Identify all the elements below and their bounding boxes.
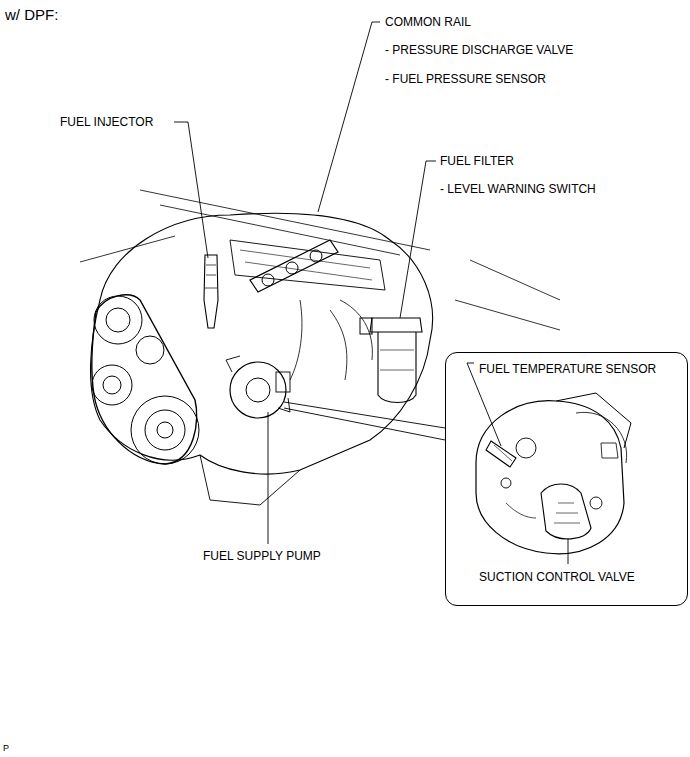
inset-part-label: FUEL TEMPERATURE SENSOR: [479, 362, 656, 376]
part-label: FUEL SUPPLY PUMP: [203, 549, 321, 563]
inset-part-label: SUCTION CONTROL VALVE: [479, 570, 635, 584]
diagram-title: w/ DPF:: [5, 6, 58, 24]
pump-detail-illustration: [446, 353, 689, 607]
part-sublabel: - LEVEL WARNING SWITCH: [440, 182, 596, 196]
part-label: COMMON RAIL: [385, 15, 471, 29]
page-mark: P: [3, 743, 9, 753]
part-label: FUEL INJECTOR: [60, 115, 153, 129]
part-sublabel: - FUEL PRESSURE SENSOR: [385, 72, 546, 86]
part-label: FUEL FILTER: [440, 154, 514, 168]
part-sublabel: - PRESSURE DISCHARGE VALVE: [385, 43, 573, 57]
inset-panel: FUEL TEMPERATURE SENSOR SUCTION CONTROL V…: [445, 352, 688, 606]
